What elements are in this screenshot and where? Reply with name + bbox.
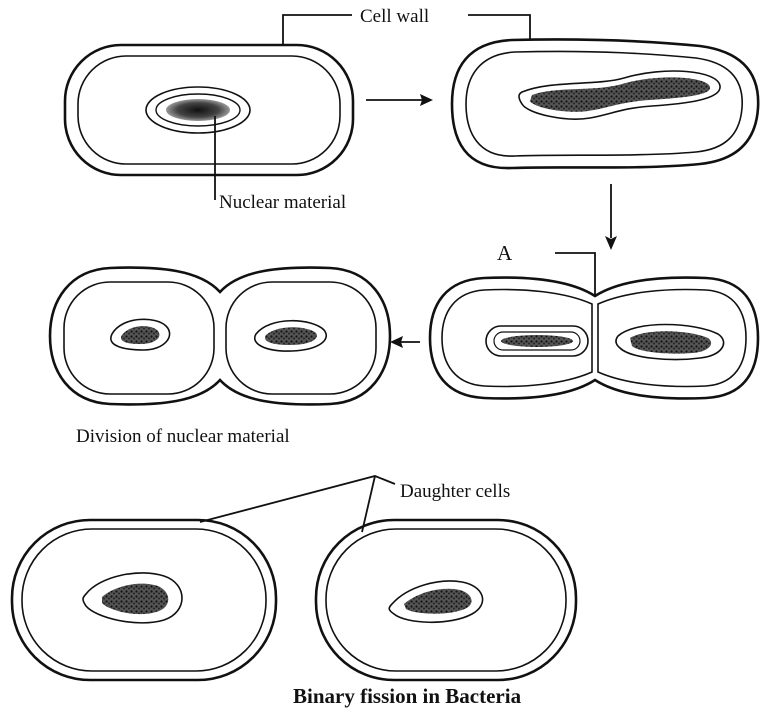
- nuclear-material-label: Nuclear material: [219, 192, 346, 213]
- daughter-cell-left: [12, 520, 276, 680]
- division-label: Division of nuclear material: [76, 426, 290, 447]
- arrow-2-to-3: [605, 184, 617, 250]
- a-leader: [555, 253, 595, 296]
- cell-stage-2: [452, 39, 758, 168]
- a-label: A: [497, 241, 513, 265]
- diagram-title: Binary fission in Bacteria: [293, 684, 522, 708]
- cell-stage-3: [430, 278, 758, 399]
- daughter-cells-leader: [200, 476, 395, 532]
- cell-stage-1: [65, 45, 353, 175]
- cell-wall-label: Cell wall: [360, 6, 429, 27]
- arrow-1-to-2: [366, 94, 433, 106]
- daughter-cells-label: Daughter cells: [400, 481, 510, 502]
- cell-stage-4: [50, 268, 390, 405]
- arrow-3-to-4: [390, 336, 420, 348]
- daughter-cell-right: [316, 520, 576, 680]
